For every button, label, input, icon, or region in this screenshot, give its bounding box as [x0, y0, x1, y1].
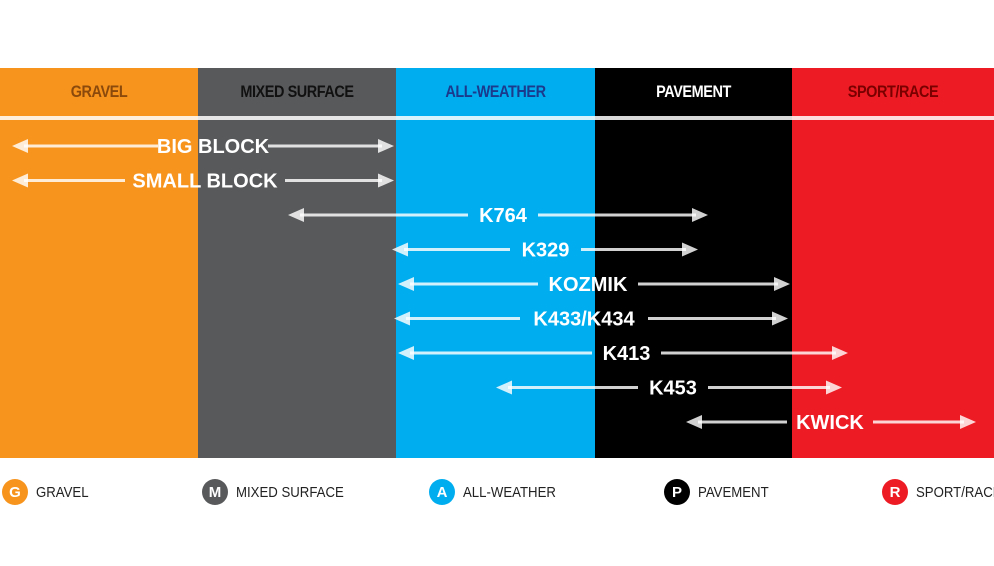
- tire-range-kozmik: KOZMIK: [398, 274, 790, 296]
- legend-label-all-weather: ALL-WEATHER: [463, 483, 556, 501]
- tire-label: KWICK: [796, 412, 864, 434]
- zone-sport-race: SPORT/RACE: [792, 68, 994, 458]
- zone-label-pavement: PAVEMENT: [656, 82, 731, 101]
- tire-range-small-block: SMALL BLOCK: [12, 171, 394, 193]
- arrow-head-left: [12, 139, 28, 153]
- arrow-head-left: [394, 311, 410, 326]
- arrow-head-right: [826, 380, 842, 395]
- legend-item-all-weather: A ALL-WEATHER: [429, 476, 569, 508]
- tire-label: SMALL BLOCK: [132, 171, 278, 193]
- zone-label-all-weather: ALL-WEATHER: [445, 82, 546, 101]
- legend-item-mixed-surface: M MIXED SURFACE: [202, 476, 359, 508]
- legend-label-sport-race: SPORT/RACE: [916, 483, 994, 501]
- tire-label: K764: [479, 205, 528, 227]
- tire-range-k453: K453: [496, 378, 842, 400]
- legend-item-pavement: P PAVEMENT: [664, 476, 778, 508]
- arrow-head-left: [398, 277, 414, 291]
- tire-label: K413: [603, 343, 651, 365]
- legend-item-sport-race: R SPORT/RACE: [882, 476, 994, 508]
- arrow-head-right: [772, 311, 788, 326]
- arrow-head-right: [378, 173, 394, 188]
- zone-mixed-surface: MIXED SURFACE: [198, 68, 396, 458]
- arrow-head-left: [496, 380, 512, 395]
- arrow-head-left: [392, 242, 408, 257]
- legend-badge-pavement: P: [664, 479, 690, 505]
- legend-label-mixed-surface: MIXED SURFACE: [236, 483, 344, 501]
- tire-label: K433/K434: [533, 309, 635, 331]
- zone-gravel: GRAVEL: [0, 68, 198, 458]
- tire-label: K329: [522, 240, 570, 262]
- legend-badge-mixed-surface: M: [202, 479, 228, 505]
- arrow-head-left: [398, 346, 414, 360]
- tire-range-kwick: KWICK: [686, 412, 976, 434]
- legend-badge-gravel: G: [2, 479, 28, 505]
- legend-badge-sport-race: R: [882, 479, 908, 505]
- zone-pavement: PAVEMENT: [595, 68, 792, 458]
- legend-label-pavement: PAVEMENT: [698, 483, 769, 501]
- tire-range-k433-k434: K433/K434: [394, 309, 788, 331]
- arrow-head-left: [686, 415, 702, 429]
- tire-label: KOZMIK: [549, 274, 628, 296]
- zone-label-mixed-surface: MIXED SURFACE: [240, 82, 354, 101]
- zone-label-gravel: GRAVEL: [70, 82, 128, 101]
- tire-label: BIG BLOCK: [157, 136, 270, 158]
- arrow-head-left: [288, 208, 304, 222]
- tire-range-k764: K764: [288, 205, 708, 227]
- arrow-head-right: [378, 139, 394, 153]
- header-divider: [0, 116, 994, 120]
- arrow-head-right: [960, 415, 976, 429]
- legend: G GRAVEL M MIXED SURFACE A ALL-WEATHER P…: [0, 476, 994, 508]
- zone-label-sport-race: SPORT/RACE: [847, 82, 939, 101]
- arrow-head-right: [682, 242, 698, 257]
- arrow-head-left: [12, 173, 28, 188]
- arrow-head-right: [832, 346, 848, 360]
- tire-range-k329: K329: [392, 240, 698, 262]
- legend-badge-all-weather: A: [429, 479, 455, 505]
- legend-label-gravel: GRAVEL: [36, 483, 89, 501]
- surface-zones: GRAVEL MIXED SURFACE ALL-WEATHER PAVEMEN…: [0, 68, 994, 458]
- tire-label: K453: [649, 378, 697, 400]
- legend-item-gravel: G GRAVEL: [2, 476, 96, 508]
- tire-range-big-block: BIG BLOCK: [12, 136, 394, 158]
- arrow-head-right: [774, 277, 790, 291]
- zone-all-weather: ALL-WEATHER: [396, 68, 595, 458]
- tire-range-k413: K413: [398, 343, 848, 365]
- arrow-head-right: [692, 208, 708, 222]
